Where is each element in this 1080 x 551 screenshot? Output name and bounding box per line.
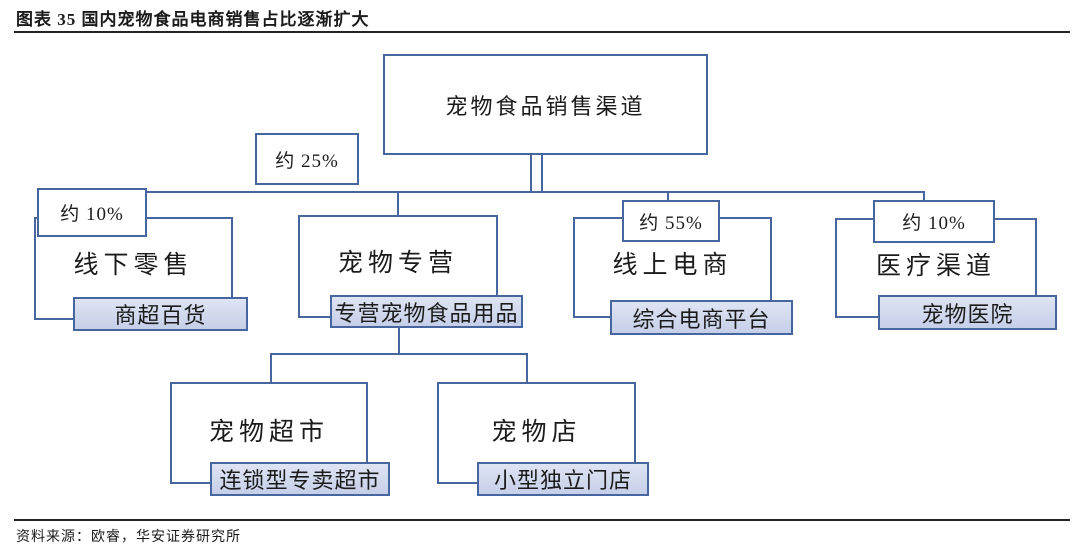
share-badge-medical-channel: 约 10% xyxy=(873,200,995,243)
node-root-sales-channels: 宠物食品销售渠道 xyxy=(383,54,708,155)
node-offline-retail-label: 线下零售 xyxy=(73,252,194,279)
subnode-ecommerce-platforms: 综合电商平台 xyxy=(610,300,793,335)
connector-level2-bus xyxy=(270,353,528,355)
connector-drop-pet-specialty xyxy=(397,191,399,217)
node-pet-supermarket-label: 宠物超市 xyxy=(208,419,329,446)
footer-divider xyxy=(14,519,1070,521)
subnode-chain-specialty-supermarkets: 连锁型专卖超市 xyxy=(210,462,390,496)
node-online-ecommerce-label: 线上电商 xyxy=(612,252,733,279)
node-medical-channel-label: 医疗渠道 xyxy=(875,253,996,280)
subnode-pet-hospitals: 宠物医院 xyxy=(878,295,1057,330)
connector-root-stem-right xyxy=(541,154,543,193)
figure-title: 图表 35 国内宠物食品电商销售占比逐渐扩大 xyxy=(16,10,370,29)
connector-root-stem-left xyxy=(530,154,532,193)
node-pet-store-label: 宠物店 xyxy=(491,419,582,446)
subnode-specialty-pet-supplies: 专营宠物食品用品 xyxy=(330,295,523,328)
source-note: 资料来源：欧睿，华安证券研究所 xyxy=(16,530,241,545)
node-root-label: 宠物食品销售渠道 xyxy=(445,93,646,119)
connector-drop-level2 xyxy=(398,326,400,355)
connector-drop-medical xyxy=(923,191,925,202)
title-divider xyxy=(14,31,1070,33)
connector-drop-online xyxy=(667,191,669,202)
connector-drop-pet-supermarket xyxy=(270,353,272,384)
subnode-small-independent-stores: 小型独立门店 xyxy=(477,462,649,496)
connector-level1-bus xyxy=(37,191,925,193)
connector-drop-pet-store xyxy=(526,353,528,384)
subnode-department-stores: 商超百货 xyxy=(73,297,248,331)
node-pet-specialty-label: 宠物专营 xyxy=(337,250,458,277)
share-badge-online-ecommerce: 约 55% xyxy=(622,200,720,242)
share-badge-pet-specialty: 约 25% xyxy=(255,133,359,185)
share-badge-offline-retail: 约 10% xyxy=(37,188,147,237)
